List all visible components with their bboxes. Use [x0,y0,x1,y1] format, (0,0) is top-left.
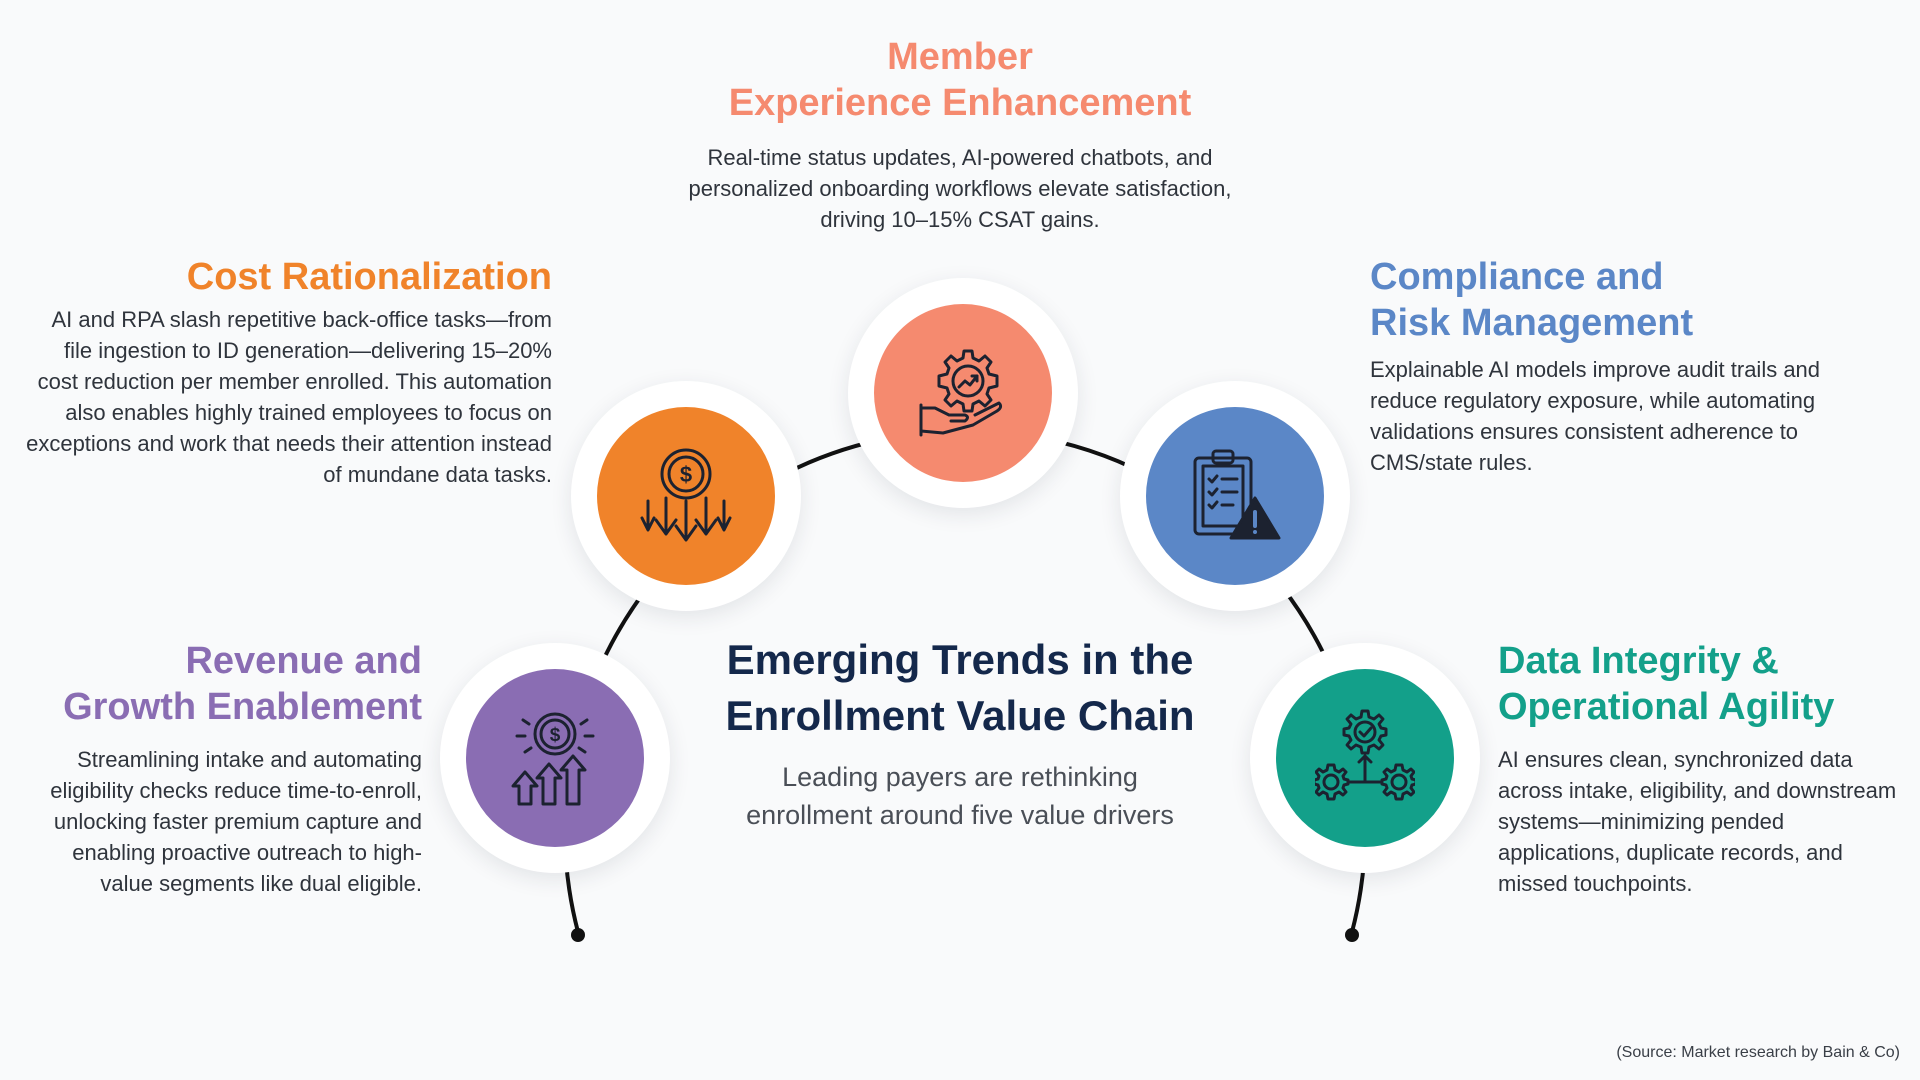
cost-rationalization-block: Cost Rationalization AI and RPA slash re… [22,254,552,490]
member-experience-block: Member Experience Enhancement Real-time … [640,34,1280,235]
compliance-risk-block: Compliance and Risk Management Explainab… [1370,254,1890,478]
revenue-growth-title-line1: Revenue and [185,640,422,682]
main-heading: Emerging Trends in the Enrollment Value … [640,632,1280,744]
cost-rationalization-title: Cost Rationalization [186,256,552,298]
source-note: (Source: Market research by Bain & Co) [1616,1044,1900,1061]
gears-network-icon [1315,709,1415,801]
cost-rationalization-badge: $ [597,407,775,585]
data-integrity-block: Data Integrity & Operational Agility AI … [1498,638,1903,899]
main-subheading: Leading payers are rethinking enrollment… [640,758,1280,834]
revenue-growth-description: Streamlining intake and automating eligi… [50,747,422,896]
member-experience-description: Real-time status updates, AI-powered cha… [688,145,1232,232]
main-heading-line2: Enrollment Value Chain [725,692,1195,739]
svg-text:$: $ [680,462,692,487]
member-experience-circle [848,278,1078,508]
compliance-risk-title-line1: Compliance and [1370,256,1664,298]
member-experience-badge [874,304,1052,482]
arc-endpoint-right [1345,928,1359,942]
compliance-risk-circle [1120,381,1350,611]
revenue-growth-circle: $ [440,643,670,873]
compliance-risk-title: Compliance and Risk Management [1370,254,1890,346]
revenue-growth-block: Revenue and Growth Enablement Streamlini… [20,638,422,899]
revenue-growth-title-line2: Growth Enablement [63,686,422,728]
cost-rationalization-description: AI and RPA slash repetitive back-office … [26,307,552,487]
member-experience-title-line1: Member [887,36,1033,78]
svg-text:$: $ [550,725,561,746]
hand-gear-growth-icon [919,349,1003,437]
compliance-risk-title-line2: Risk Management [1370,302,1694,344]
member-experience-title-line2: Experience Enhancement [728,82,1192,124]
data-integrity-title: Data Integrity & Operational Agility [1498,638,1903,730]
main-heading-line1: Emerging Trends in the [726,636,1194,683]
data-integrity-description: AI ensures clean, synchronized data acro… [1498,747,1897,896]
revenue-growth-badge: $ [466,669,644,847]
compliance-risk-description: Explainable AI models improve audit trai… [1370,357,1821,475]
compliance-risk-badge [1146,407,1324,585]
clipboard-warning-icon [1193,449,1281,540]
data-integrity-title-line1: Data Integrity & [1498,640,1779,682]
main-subheading-line2: enrollment around five value drivers [746,800,1174,830]
dollar-down-arrows-icon: $ [640,448,732,542]
arc-endpoint-left [571,928,585,942]
main-subheading-line1: Leading payers are rethinking [782,762,1138,792]
member-experience-title: Member Experience Enhancement [640,34,1280,126]
cost-rationalization-circle: $ [571,381,801,611]
data-integrity-title-line2: Operational Agility [1498,686,1835,728]
data-integrity-badge [1276,669,1454,847]
revenue-growth-title: Revenue and Growth Enablement [20,638,422,730]
data-integrity-circle [1250,643,1480,873]
dollar-up-arrows-icon: $ [511,712,595,806]
